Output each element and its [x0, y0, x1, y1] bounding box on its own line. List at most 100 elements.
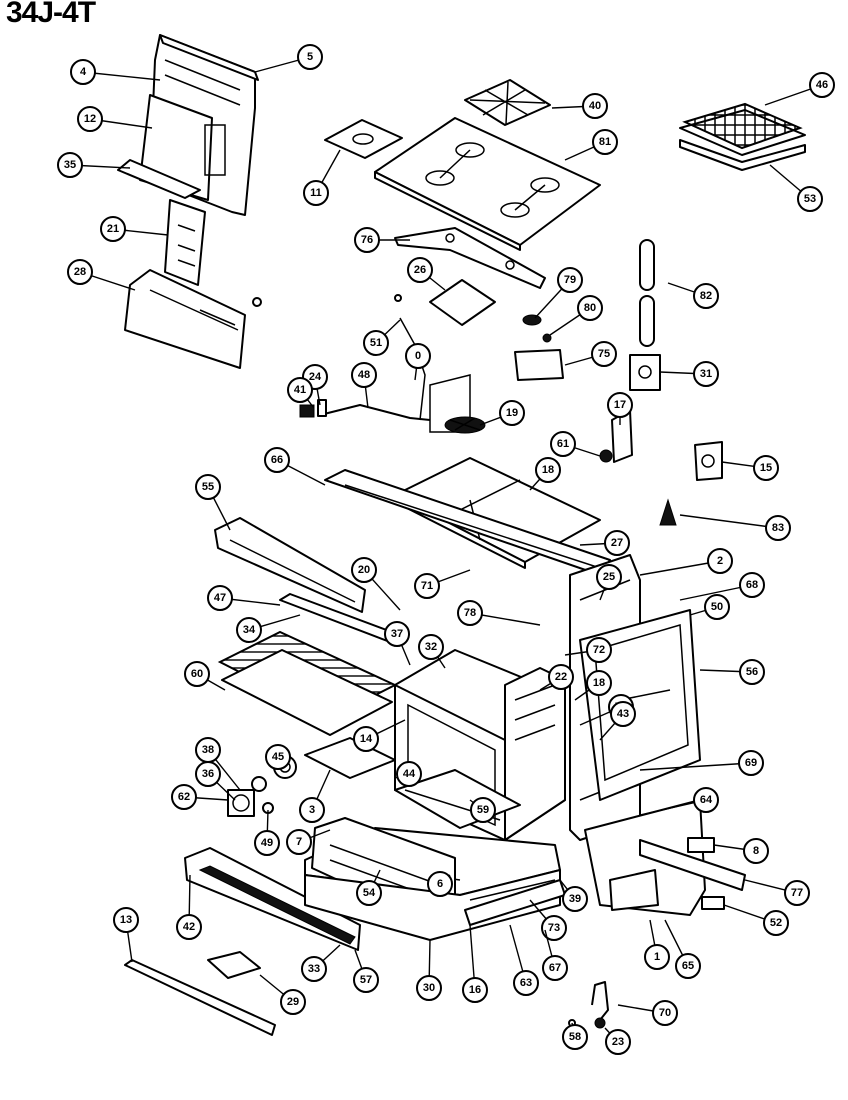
callout-number: 63 [520, 977, 532, 989]
callout-number: 42 [183, 921, 195, 933]
callout-number: 11 [310, 187, 322, 199]
callout-circle-41 [287, 377, 313, 403]
callout-48: 48 [351, 362, 377, 409]
callout-20: 20 [351, 557, 401, 611]
gas-line-parts [299, 294, 471, 433]
callout-2: 2 [639, 548, 733, 576]
callout-number: 2 [717, 555, 723, 567]
callout-circle-3 [299, 797, 325, 823]
callout-29: 29 [259, 974, 306, 1015]
callout-number: 18 [542, 464, 554, 476]
callout-18: 18 [574, 670, 612, 701]
callout-leader-83 [679, 514, 779, 529]
callout-circle-53 [797, 186, 823, 212]
callout-number: 3 [309, 804, 315, 816]
callout-59: 59 [469, 797, 496, 823]
callout-number: 77 [791, 887, 803, 899]
callout-60: 60 [184, 661, 226, 691]
callout-circle-39 [562, 886, 588, 912]
callout-47: 47 [207, 585, 281, 611]
callout-circle-19 [499, 400, 525, 426]
callout-number: 14 [360, 733, 373, 745]
callout-25: 25 [596, 564, 622, 601]
callout-43: 43 [599, 701, 636, 741]
callout-52: 52 [723, 904, 789, 936]
callout-circle-71 [414, 573, 440, 599]
callout-circle-18 [535, 457, 561, 483]
callout-number: 47 [214, 592, 226, 604]
callout-number: 54 [363, 887, 376, 899]
callout-number: 64 [700, 794, 713, 806]
callout-number: 62 [178, 791, 190, 803]
callout-circle-61 [550, 431, 576, 457]
callout-circle-40 [582, 93, 608, 119]
callout-circle-13 [113, 907, 139, 933]
callout-circle-27 [604, 530, 630, 556]
callout-number: 68 [746, 579, 758, 591]
oven-rack-assembly [217, 630, 398, 736]
cooktop-panel [374, 117, 601, 251]
callout-circle-78 [457, 600, 483, 626]
rear-bracket-part [124, 269, 262, 369]
callout-circle-54 [356, 880, 382, 906]
callout-19: 19 [479, 400, 525, 426]
callout-circle-35 [57, 152, 83, 178]
callout-circle-34 [236, 617, 262, 643]
callout-number: 71 [421, 580, 433, 592]
callout-circle-7 [286, 829, 312, 855]
callout-number: 78 [464, 607, 476, 619]
callout-6: 6 [427, 871, 453, 897]
callout-12: 12 [77, 106, 153, 132]
callout-circle-67 [542, 955, 568, 981]
callout-number: 73 [548, 922, 560, 934]
callout-14: 14 [353, 719, 406, 752]
callout-58: 58 [562, 1022, 588, 1050]
callout-39: 39 [559, 879, 588, 912]
callout-41: 41 [287, 377, 315, 409]
callout-number: 52 [770, 917, 782, 929]
broiler-pan-assembly [679, 102, 806, 171]
front-frame-rail [214, 517, 366, 613]
callout-number: 58 [569, 1031, 581, 1043]
callout-circle-0 [405, 343, 431, 369]
callout-56: 56 [699, 659, 765, 685]
callout-circle-28 [67, 259, 93, 285]
callout-3: 3 [299, 769, 331, 823]
callout-number: 82 [700, 290, 712, 302]
callout-32: 32 [418, 634, 446, 669]
callout-circle-47 [207, 585, 233, 611]
callout-circle-49 [254, 830, 280, 856]
callout-number: 57 [360, 974, 372, 986]
callout-40: 40 [551, 93, 608, 119]
callout-circle-79 [557, 267, 583, 293]
callout-number: 33 [308, 963, 320, 975]
callout-21: 21 [100, 216, 169, 242]
callout-circle-73 [541, 915, 567, 941]
callout-leader-69 [639, 762, 752, 771]
callout-circle-14 [353, 726, 379, 752]
callout-number: 6 [437, 878, 443, 890]
callout-circle-77 [784, 880, 810, 906]
callout-number: 13 [120, 914, 132, 926]
callout-66: 66 [264, 447, 326, 486]
callout-70: 70 [617, 1000, 678, 1026]
callout-circle-56 [739, 659, 765, 685]
callout-35: 35 [57, 152, 131, 178]
callout-number: 75 [598, 348, 610, 360]
side-bracket-parts [584, 799, 746, 916]
callout-number: 40 [589, 100, 601, 112]
callout-circle-18 [586, 670, 612, 696]
callout-circle-20 [351, 557, 377, 583]
callout-46: 46 [764, 72, 835, 106]
callout-number: 22 [555, 671, 567, 683]
small-bracket-parts [599, 409, 723, 526]
callout-number: 32 [425, 641, 437, 653]
callout-number: 20 [358, 564, 370, 576]
callout-circle-2 [707, 548, 733, 574]
callout-circle-21 [100, 216, 126, 242]
callout-circle-81 [592, 129, 618, 155]
callout-number: 1 [654, 951, 660, 963]
callout-circle-44 [396, 761, 422, 787]
callout-number: 0 [415, 350, 421, 362]
callout-number: 12 [84, 113, 96, 125]
